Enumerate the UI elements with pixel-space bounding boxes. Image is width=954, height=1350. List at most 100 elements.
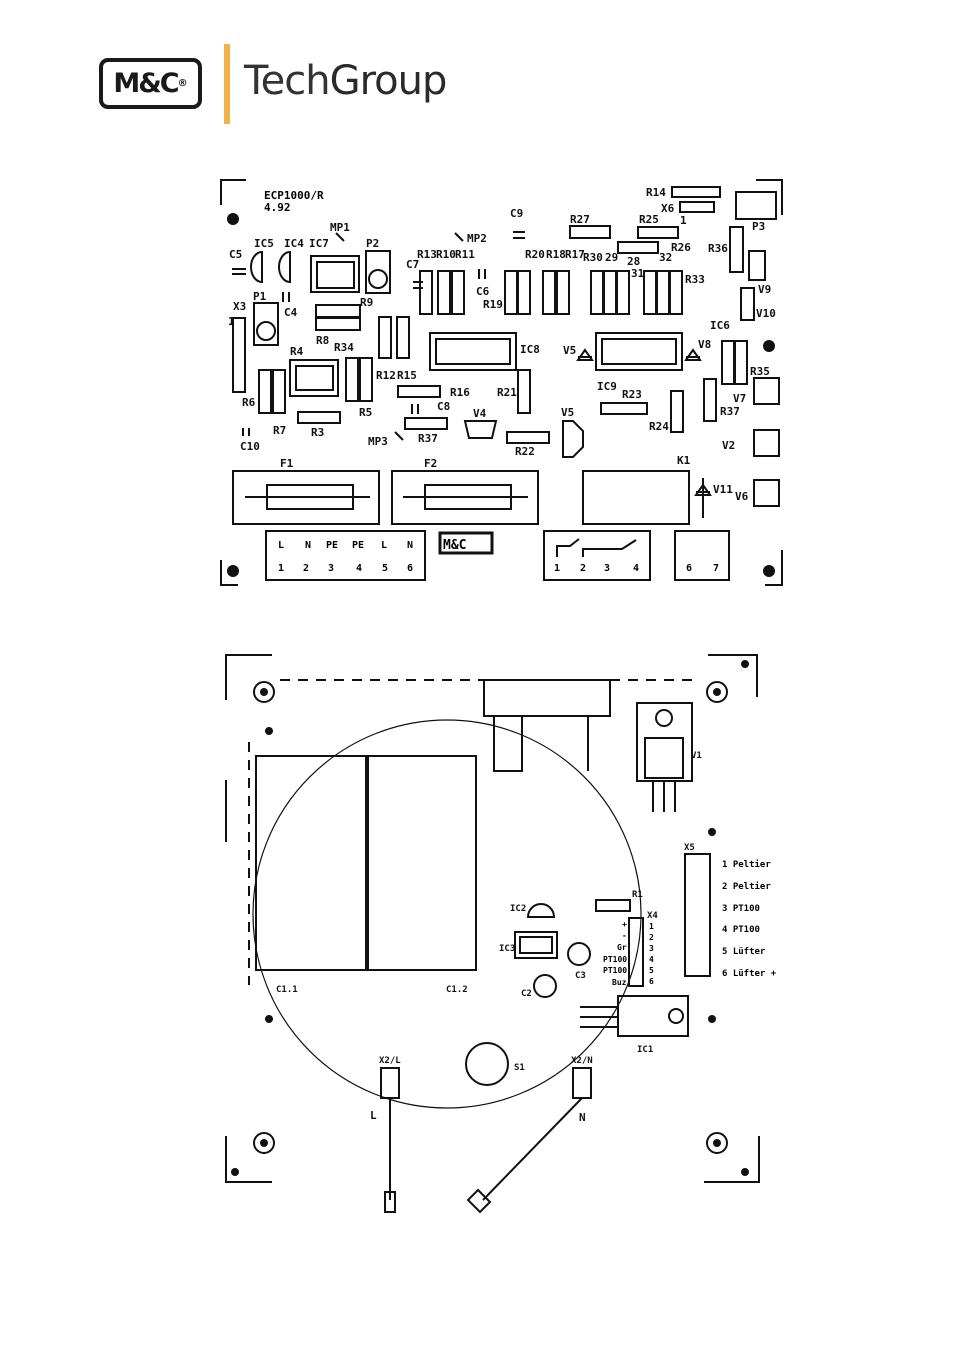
term-top-1: L [278,540,284,551]
board1-label-4: C9 [510,207,523,220]
board1-label-19: R18 [546,248,566,261]
aux-term-7: 7 [713,563,719,574]
board1-stamp: M&C [443,538,466,553]
board1-label-41: V5 [563,344,576,357]
board2-label-4: C3 [575,971,586,981]
aux-term-6: 6 [686,563,692,574]
board1-label-44: R15 [397,369,417,382]
x5-item-2: 2 Peltier [722,881,771,892]
mounting-holes [227,213,775,577]
x5-item-4: 4 PT100 [722,925,760,935]
board1-label-48: R6 [242,396,256,409]
board1-label-47: R35 [750,365,770,378]
term-top-6: N [407,540,413,551]
board2-label-5: C2 [521,989,532,999]
board1-label-61: MP3 [368,435,388,448]
board2-label-3: IC3 [499,944,515,954]
board1-label-49: R16 [450,386,470,399]
board1-leds [576,348,780,518]
board1-label-57: V4 [473,407,487,420]
board2-label-0: V1 [691,751,702,761]
board1-label-8: R26 [671,241,691,254]
board1-label-34: R9 [360,296,373,309]
board1-label-37: R34 [334,341,354,354]
board1-label-32: P1 [253,290,267,303]
x4-num-3: 3 [649,944,654,953]
board1-label-40: IC8 [520,343,540,356]
x4-pin-2: - [622,931,627,940]
board1-label-14: P2 [366,237,379,250]
board2-outline [225,654,760,1183]
board1-label-20: R17 [565,248,585,261]
board2-label-1: X5 [684,843,695,853]
board1-label-53: C8 [437,400,450,413]
board1-label-66: F2 [424,457,437,470]
board1-label-43: R12 [376,369,396,382]
board1-label-17: R11 [455,248,475,261]
x4-num-2: 2 [649,933,654,942]
board1-label-6: MP2 [467,232,487,245]
board1-label-38: IC6 [710,319,730,332]
x4-pin-6: Buz [612,978,627,987]
board1-label-56: R3 [311,426,324,439]
relay-term-1: 1 [554,563,560,574]
board2-label-6: R1 [632,890,643,900]
board2-label-15: N [579,1111,586,1124]
logo-box-text: M&C [113,68,179,99]
logo-wordmark: TechGroup [244,58,448,104]
term-bot-3: 3 [328,563,334,574]
logo-word-group: Group [329,58,448,104]
x4-num-5: 5 [649,966,654,975]
board1-label-36: R8 [316,334,329,347]
board2-holes [231,660,749,1176]
logo-reg-mark: ® [177,78,188,89]
board1-label-5: MP1 [330,221,350,234]
board1-label-69: V6 [735,490,749,503]
board1-fuses [232,470,690,525]
board1-ics [232,250,766,458]
board1-label-10: C5 [229,248,242,261]
board2-label-10: IC1 [637,1045,653,1055]
board1-label-21: R30 [583,251,603,264]
x5-item-1: 1 Peltier [722,859,771,870]
board1-label-15: R13 [417,248,437,261]
board1-label-7: P3 [752,220,765,233]
board1-label-55: R7 [273,424,286,437]
board2-label-11: S1 [514,1063,525,1073]
board1-label-1: X6 [661,202,675,215]
board1-label-29: R19 [483,298,503,311]
board1-outline [220,179,783,586]
board2-parts [252,679,711,1214]
logo-box: M&C® [99,58,202,109]
board1-label-13: IC7 [309,237,329,250]
board1-label-26: R33 [685,273,705,286]
x4-pin-5: PT100 [603,966,627,975]
term-bot-6: 6 [407,563,413,574]
board1-label-33: C4 [284,306,298,319]
board1-label-62: R37 [418,432,438,445]
board1-label-0: R14 [646,186,666,199]
x4-num-6: 6 [649,977,654,986]
board1-terminals [265,530,730,581]
board2-label-9: C1.2 [446,985,468,995]
board1-label-65: F1 [280,457,294,470]
board2-label-13: X2/N [571,1056,593,1066]
board1-caps [232,231,525,441]
board1-label-67: K1 [677,454,691,467]
board1-label-52: R5 [359,406,372,419]
board1-label-50: R21 [497,386,517,399]
board1-label-54: R37 [720,405,740,418]
board1-label-60: C10 [240,440,260,453]
term-top-4: PE [352,540,364,551]
term-bot-5: 5 [382,563,388,574]
x5-item-5: 5 Lüfter [722,947,766,957]
board1-label-12: IC4 [284,237,304,250]
board1-label-23: 28 [627,255,640,268]
board2-label-8: C1.1 [276,985,298,995]
board1-label-42: V8 [698,338,711,351]
x5-item-6: 6 Lüfter + [722,969,777,979]
term-bot-4: 4 [356,563,362,574]
board1-label-35: V10 [756,307,776,320]
